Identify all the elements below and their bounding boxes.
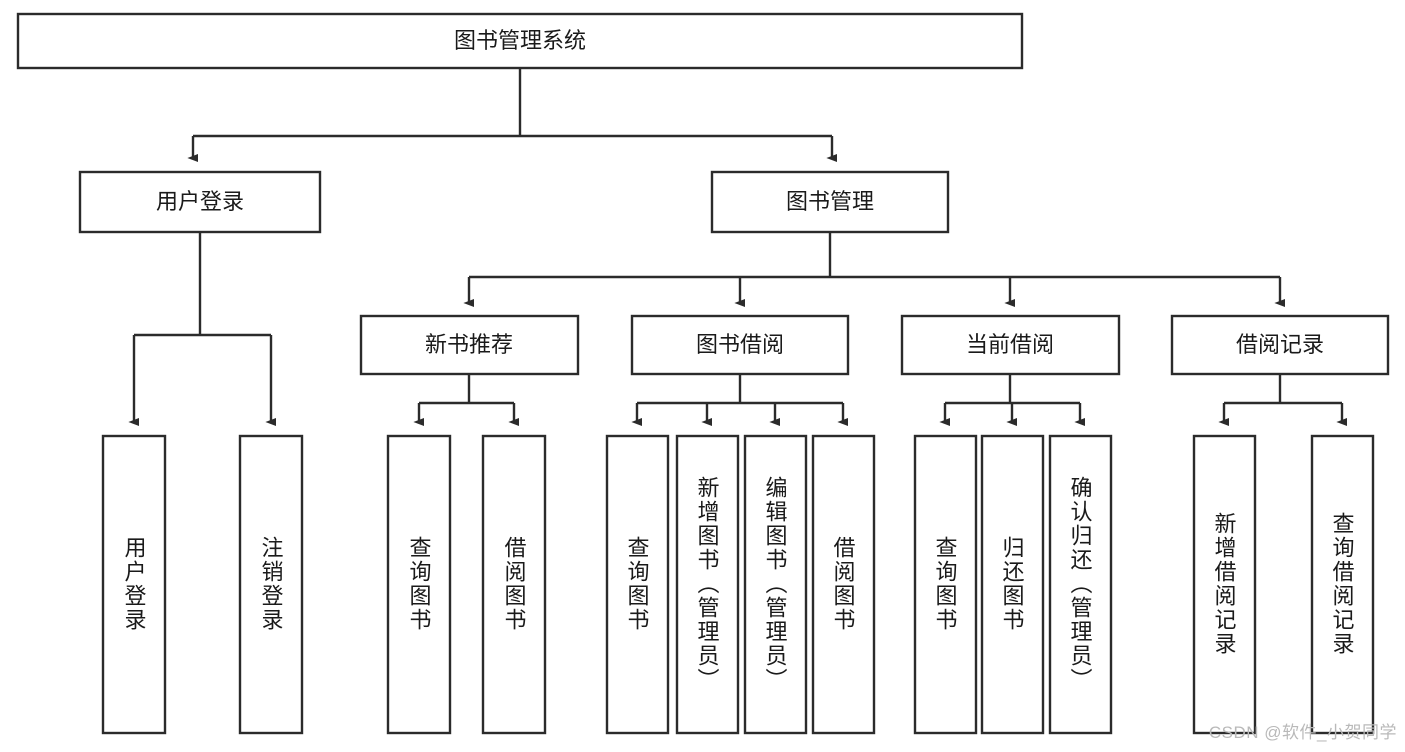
leaf-borrow-book-2-box (811, 434, 876, 735)
leaf-add-book-box (675, 434, 740, 735)
leaf-confirm-return-label: 确认归还（管理员） (1068, 476, 1093, 692)
leaf-borrow-book-2[interactable]: 借阅图书 (811, 434, 876, 735)
connector-book-borrow-to-leaves (631, 374, 848, 427)
leaf-query-record-label: 查询借阅记录 (1330, 512, 1355, 656)
node-root[interactable]: 图书管理系统 (16, 12, 1024, 70)
node-user-login-box (78, 170, 322, 234)
connector-root-to-level2 (187, 68, 837, 163)
leaf-confirm-return-box (1048, 434, 1113, 735)
connector-user-login-to-leaves (128, 232, 276, 427)
node-book-borrow-label: 图书借阅 (696, 332, 784, 357)
node-new-book-rec-box (359, 314, 580, 376)
node-user-login[interactable]: 用户登录 (78, 170, 322, 234)
connector-borrow-record-to-leaves (1218, 374, 1347, 427)
leaf-edit-book[interactable]: 编辑图书（管理员） (743, 434, 808, 735)
leaf-add-record-box (1192, 434, 1257, 735)
leaf-query-record[interactable]: 查询借阅记录 (1310, 434, 1375, 735)
node-current-borrow-box (900, 314, 1121, 376)
leaf-add-record[interactable]: 新增借阅记录 (1192, 434, 1257, 735)
node-current-borrow-label: 当前借阅 (966, 332, 1054, 357)
node-current-borrow[interactable]: 当前借阅 (900, 314, 1121, 376)
leaf-borrow-book-1-label: 借阅图书 (502, 536, 527, 632)
leaf-query-book-2[interactable]: 查询图书 (605, 434, 670, 735)
node-new-book-rec-label: 新书推荐 (425, 332, 513, 357)
node-book-borrow[interactable]: 图书借阅 (630, 314, 850, 376)
leaf-return-book-label: 归还图书 (1000, 536, 1025, 632)
node-book-manage[interactable]: 图书管理 (710, 170, 950, 234)
node-user-login-label: 用户登录 (156, 189, 244, 214)
node-root-box (16, 12, 1024, 70)
node-borrow-record-label: 借阅记录 (1236, 332, 1324, 357)
csdn-watermark: CSDN @软件_小贺同学 (1208, 723, 1397, 742)
leaf-return-book[interactable]: 归还图书 (980, 434, 1045, 735)
leaf-add-record-label: 新增借阅记录 (1212, 512, 1237, 656)
leaf-edit-book-box (743, 434, 808, 735)
leaf-edit-book-label: 编辑图书（管理员） (763, 476, 788, 692)
leaf-query-book-3-label: 查询图书 (933, 536, 958, 632)
leaf-logout-login-label: 注销登录 (259, 536, 284, 632)
leaf-user-login[interactable]: 用户登录 (101, 434, 167, 735)
connector-current-borrow-to-leaves (939, 374, 1085, 427)
leaf-borrow-book-1[interactable]: 借阅图书 (481, 434, 547, 735)
leaf-query-book-3[interactable]: 查询图书 (913, 434, 978, 735)
leaf-user-login-box (101, 434, 167, 735)
node-root-label: 图书管理系统 (454, 28, 586, 53)
leaf-add-book-label: 新增图书（管理员） (695, 476, 720, 692)
leaf-borrow-book-1-box (481, 434, 547, 735)
node-book-manage-label: 图书管理 (786, 189, 874, 214)
leaf-query-book-1-box (386, 434, 452, 735)
leaf-return-book-box (980, 434, 1045, 735)
connector-new-book-rec-to-leaves (413, 374, 519, 427)
leaf-query-book-1[interactable]: 查询图书 (386, 434, 452, 735)
connector-book-manage-to-level3 (463, 232, 1285, 308)
leaf-logout-login-box (238, 434, 304, 735)
leaf-query-book-3-box (913, 434, 978, 735)
node-new-book-rec[interactable]: 新书推荐 (359, 314, 580, 376)
leaf-confirm-return[interactable]: 确认归还（管理员） (1048, 434, 1113, 735)
leaf-logout-login[interactable]: 注销登录 (238, 434, 304, 735)
leaf-query-book-1-label: 查询图书 (407, 536, 432, 632)
leaf-add-book[interactable]: 新增图书（管理员） (675, 434, 740, 735)
leaf-user-login-label: 用户登录 (122, 536, 147, 632)
leaf-query-book-2-box (605, 434, 670, 735)
leaf-query-record-box (1310, 434, 1375, 735)
leaf-borrow-book-2-label: 借阅图书 (831, 536, 856, 632)
node-borrow-record[interactable]: 借阅记录 (1170, 314, 1390, 376)
leaf-query-book-2-label: 查询图书 (625, 536, 650, 632)
